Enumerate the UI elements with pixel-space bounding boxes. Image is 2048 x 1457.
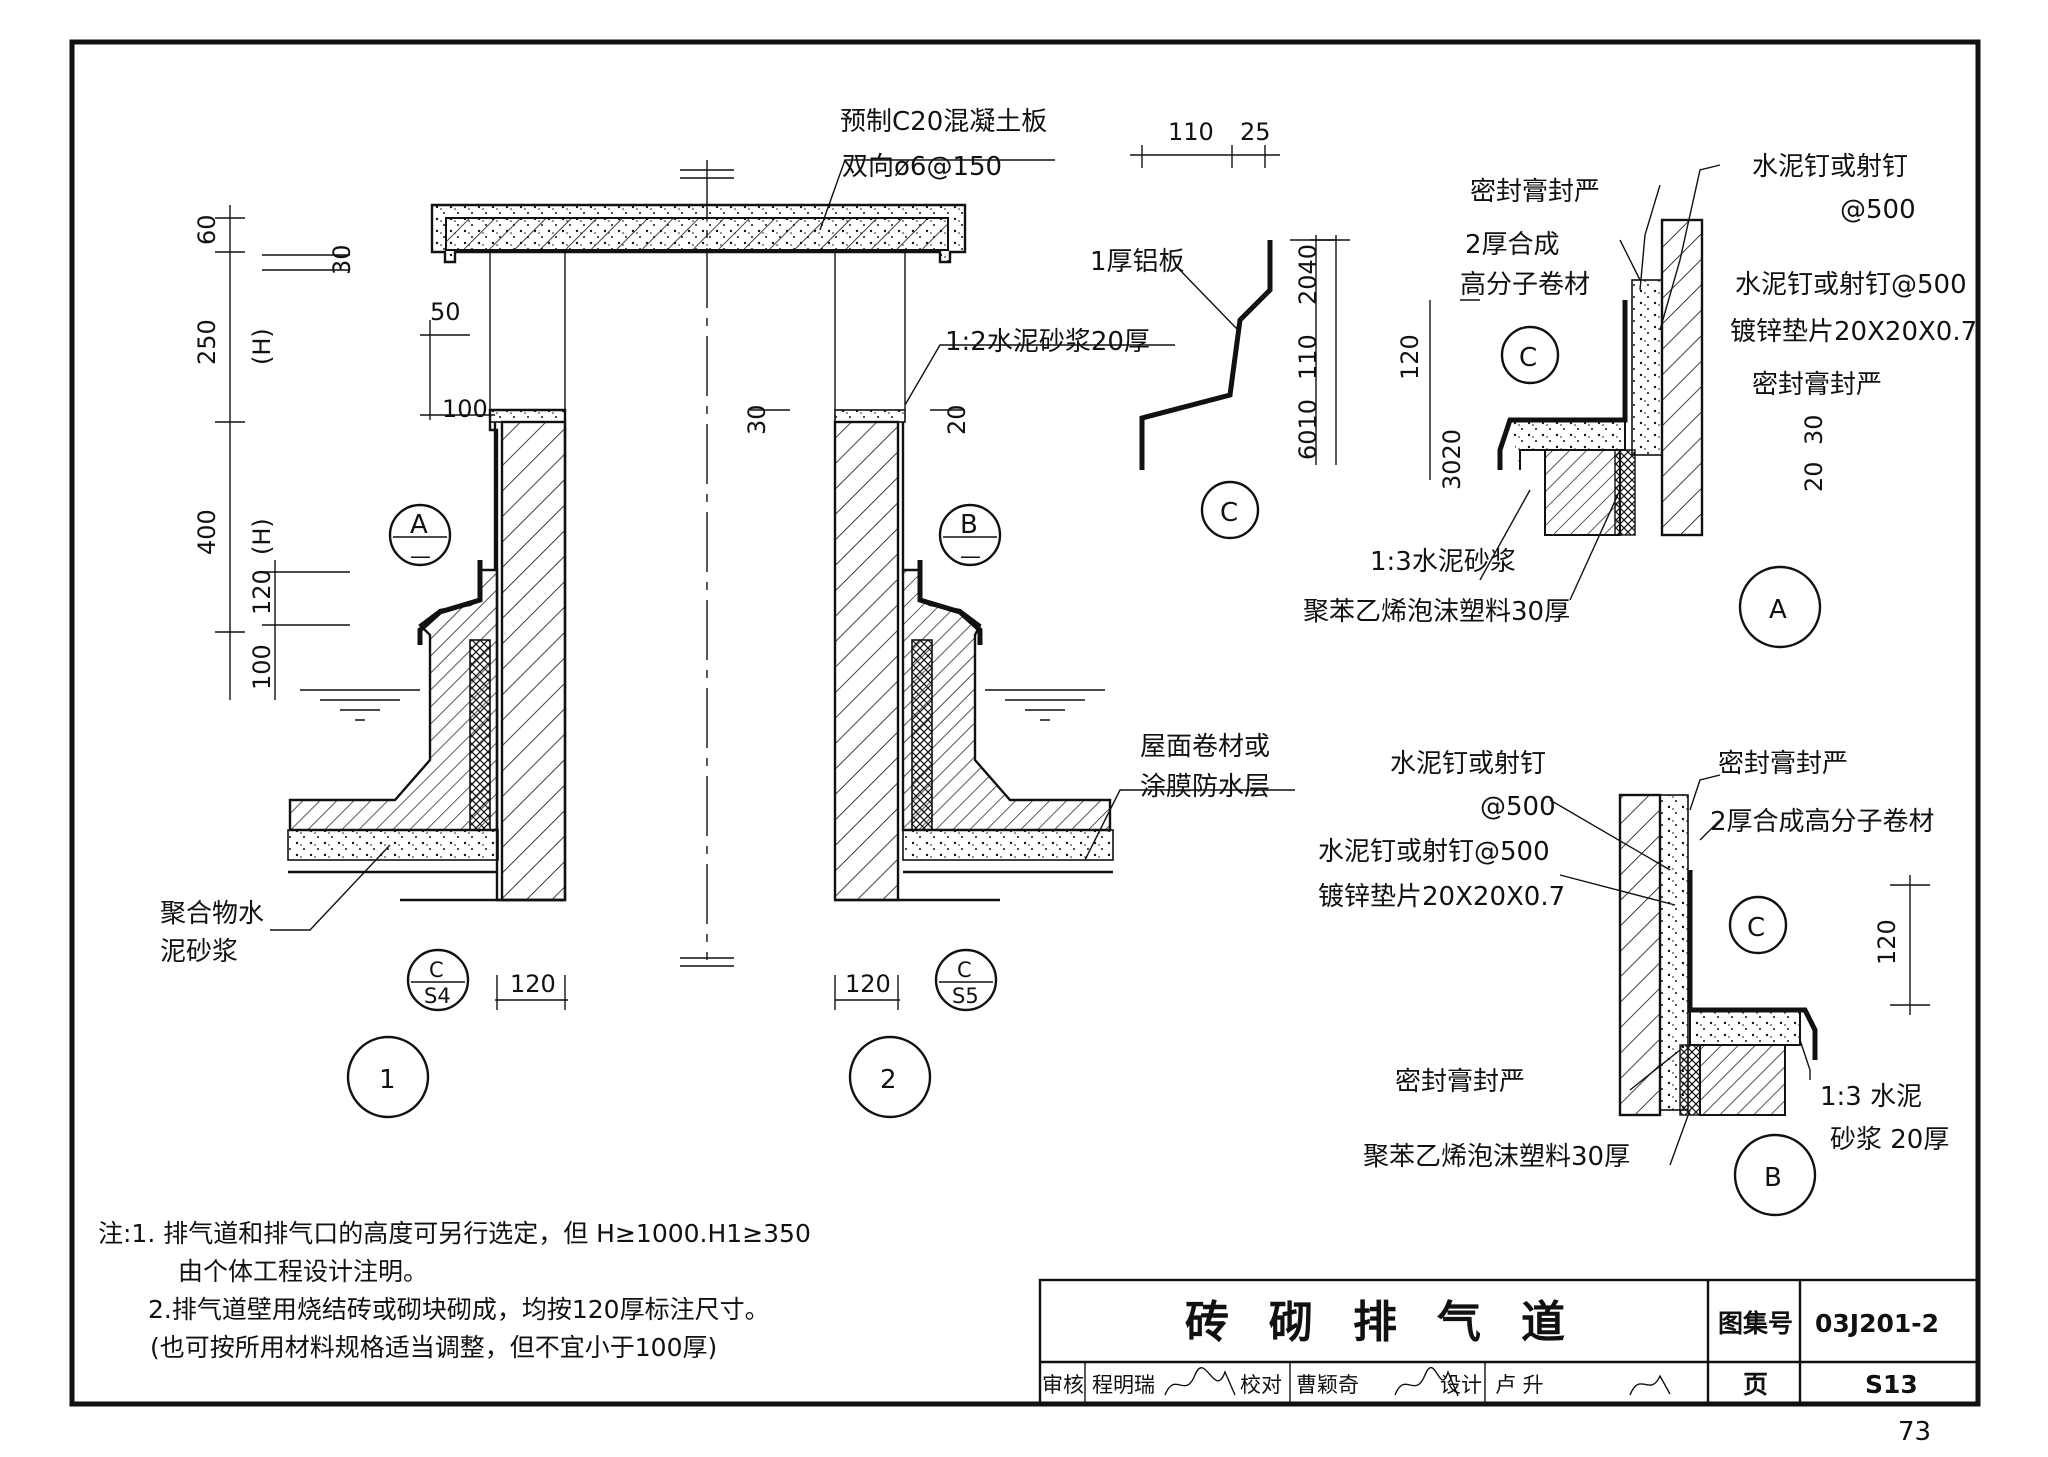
review-label: 审核 <box>1042 1373 1084 1397</box>
label-roof-2: 涂膜防水层 <box>1140 772 1270 802</box>
label-a-membrane-1: 2厚合成 <box>1465 230 1560 260</box>
dim-c-110: 110 <box>1168 118 1214 146</box>
label-a-at500: @500 <box>1840 195 1916 225</box>
checker: 曹颖奇 <box>1296 1373 1359 1397</box>
note-1b: 由个体工程设计注明。 <box>178 1257 428 1286</box>
signature-designer <box>1629 1374 1671 1396</box>
dim-30-b: 30 <box>743 404 771 435</box>
label-precast-slab: 预制C20混凝土板 <box>840 107 1047 137</box>
page-number: 73 <box>1898 1417 1931 1447</box>
page-number-cell: S13 <box>1865 1370 1918 1399</box>
label-mortar-top: 1:2水泥砂浆20厚 <box>945 327 1150 357</box>
marker-b-dash: — <box>960 544 981 568</box>
drawing-frame <box>69 39 1981 1407</box>
design-label: 设计 <box>1440 1373 1482 1397</box>
dim-b-120: 120 <box>1873 919 1901 965</box>
dim-c-6010: 6010 <box>1294 399 1322 460</box>
label-poly-1: 聚合物水 <box>160 899 264 929</box>
marker-detail-1: 1 <box>379 1065 396 1095</box>
detail-b <box>1549 774 1930 1217</box>
label-b-mortar-2: 砂浆 20厚 <box>1830 1125 1949 1155</box>
dim-h1: (H) <box>248 518 276 555</box>
marker-b-detail: B <box>1764 1163 1782 1193</box>
marker-a-main: A <box>410 510 428 540</box>
marker-cs4-bot: S4 <box>424 984 451 1008</box>
label-a-membrane-2: 高分子卷材 <box>1460 270 1590 300</box>
dim-250: 250 <box>193 319 221 365</box>
signature-reviewer <box>1164 1367 1236 1396</box>
dim-100: 100 <box>442 395 488 423</box>
label-rebar: 双向ø6@150 <box>842 152 1002 182</box>
label-a-nail-at500: 水泥钉或射钉@500 <box>1735 270 1967 300</box>
dim-400: 400 <box>193 509 221 555</box>
marker-c-a: C <box>1519 343 1537 373</box>
marker-detail-2: 2 <box>880 1065 897 1095</box>
check-label: 校对 <box>1240 1373 1282 1397</box>
dim-c-25: 25 <box>1240 118 1271 146</box>
marker-c-b: C <box>1747 913 1765 943</box>
signature-checker <box>1394 1367 1459 1397</box>
label-a-nail: 水泥钉或射钉 <box>1752 152 1908 182</box>
page-label: 页 <box>1743 1370 1768 1399</box>
dim-120-a: 120 <box>248 569 276 615</box>
label-alum: 1厚铝板 <box>1090 247 1185 277</box>
dim-a-20: 20 <box>1800 461 1828 492</box>
title: 砖砌排气道 <box>1185 1297 1605 1348</box>
label-a-mortar13: 1:3水泥砂浆 <box>1370 547 1516 577</box>
label-a-sealant-2: 密封膏封严 <box>1752 370 1882 400</box>
marker-cs4-top: C <box>429 958 444 982</box>
dim-120-l: 120 <box>510 970 556 998</box>
dim-60: 60 <box>193 214 221 245</box>
designer: 卢 升 <box>1495 1373 1544 1397</box>
detail-a <box>1310 164 1822 649</box>
dim-50: 50 <box>430 298 461 326</box>
detail-c <box>1130 145 1335 540</box>
note-1: 注:1. 排气道和排气口的高度可另行选定，但 H≥1000.H1≥350 <box>98 1219 811 1248</box>
dim-20-b: 20 <box>943 404 971 435</box>
dim-100-v: 100 <box>248 644 276 690</box>
reviewer: 程明瑞 <box>1092 1373 1155 1397</box>
note-2: 2.排气道壁用烧结砖或砌块砌成，均按120厚标注尺寸。 <box>148 1295 770 1324</box>
marker-b-main: B <box>960 510 978 540</box>
label-b-nail-at500: 水泥钉或射钉@500 <box>1318 837 1550 867</box>
label-roof-1: 屋面卷材或 <box>1140 732 1270 762</box>
dim-h: (H) <box>248 328 276 365</box>
label-b-washer: 镀锌垫片20X20X0.7 <box>1318 882 1565 912</box>
atlas-label: 图集号 <box>1718 1309 1793 1338</box>
marker-a-detail: A <box>1769 595 1787 625</box>
main-section <box>215 159 1295 1010</box>
label-b-sealant: 密封膏封严 <box>1718 749 1848 779</box>
label-b-membrane: 2厚合成高分子卷材 <box>1710 807 1935 837</box>
dim-30: 30 <box>328 244 356 275</box>
dim-c-2040: 2040 <box>1294 244 1322 305</box>
label-b-at500: @500 <box>1480 792 1556 822</box>
atlas-number: 03J201-2 <box>1815 1309 1939 1338</box>
dim-120-r: 120 <box>845 970 891 998</box>
label-b-mortar-1: 1:3 水泥 <box>1820 1082 1922 1112</box>
label-b-nail: 水泥钉或射钉 <box>1390 749 1546 779</box>
label-b-eps: 聚苯乙烯泡沫塑料30厚 <box>1363 1142 1630 1172</box>
marker-c-detail: C <box>1220 498 1238 528</box>
marker-cs5-top: C <box>957 958 972 982</box>
note-2b: (也可按所用材料规格适当调整，但不宜小于100厚) <box>150 1333 717 1362</box>
dim-a-120: 120 <box>1396 334 1424 380</box>
label-a-eps: 聚苯乙烯泡沫塑料30厚 <box>1303 597 1570 627</box>
label-poly-2: 泥砂浆 <box>160 937 238 967</box>
label-a-sealant: 密封膏封严 <box>1470 177 1600 207</box>
dim-a-30: 30 <box>1800 414 1828 445</box>
dim-a-3020: 3020 <box>1438 429 1466 490</box>
title-block: 砖砌排气道 图集号 03J201-2 页 S13 审核 程明瑞 校对 曹颖奇 设… <box>1038 1278 1980 1406</box>
marker-cs5-bot: S5 <box>952 984 979 1008</box>
dim-c-110-v: 110 <box>1294 334 1322 380</box>
marker-a-dash: — <box>410 544 431 568</box>
label-b-sealant-2: 密封膏封严 <box>1395 1067 1525 1097</box>
label-a-washer: 镀锌垫片20X20X0.7 <box>1730 317 1977 347</box>
